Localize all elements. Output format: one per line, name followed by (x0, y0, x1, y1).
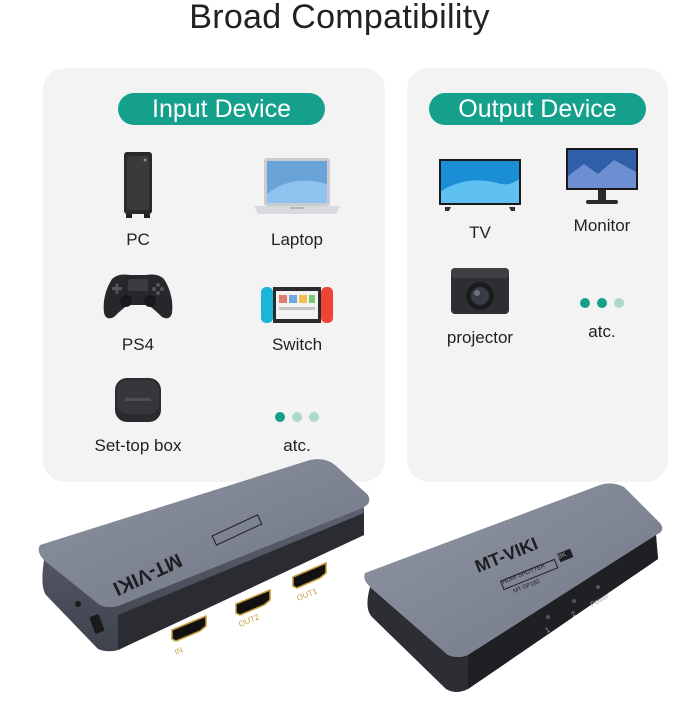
port-label-in: IN (173, 645, 184, 656)
led-label-1: 1 (545, 627, 552, 635)
output-device-panel: Output Device TV Monitor (407, 68, 668, 482)
more-dots-icon (532, 248, 672, 312)
laptop-icon (227, 150, 367, 220)
led-label-2: 2 (571, 611, 578, 619)
hdmi-splitter-photo: IN OUT2 OUT1 MT-VIKI 1 2 Power MT-VIKI H… (0, 455, 679, 712)
device-label: TV (469, 223, 491, 242)
projector-icon (410, 248, 550, 318)
device-laptop: Laptop (227, 150, 367, 250)
set-top-box-icon (68, 356, 208, 426)
input-device-panel: Input Device PC Laptop (43, 68, 385, 482)
device-label: Laptop (271, 230, 323, 249)
nintendo-switch-icon (227, 255, 367, 325)
monitor-icon (532, 136, 672, 206)
device-switch: Switch (227, 255, 367, 355)
device-label: PC (126, 230, 150, 249)
device-label: PS4 (121, 335, 155, 354)
device-projector: projector (410, 248, 550, 348)
output-device-header: Output Device (429, 93, 646, 125)
device-label: atc. (588, 322, 616, 341)
device-set-top-box: Set-top box (68, 356, 208, 456)
page-title: Broad Compatibility (189, 0, 490, 36)
device-label: Set-top box (94, 436, 182, 455)
device-ps4: PS4 (68, 255, 208, 355)
device-pc: PC (68, 150, 208, 250)
device-monitor: Monitor (532, 136, 672, 236)
product-badge: 8K (557, 551, 568, 561)
pc-tower-icon (68, 150, 208, 220)
device-label: atc. (283, 436, 311, 455)
device-label: projector (446, 328, 514, 347)
device-etc: atc. (532, 248, 672, 342)
input-device-header: Input Device (118, 93, 325, 125)
tv-icon (410, 143, 550, 213)
port-label-out1: OUT1 (295, 586, 319, 603)
splitter-right: 1 2 Power MT-VIKI HDMI SPLITTER 8K MT-SP… (364, 483, 663, 692)
device-tv: TV (410, 143, 550, 243)
gamepad-icon (68, 255, 208, 325)
splitter-left: IN OUT2 OUT1 MT-VIKI (38, 459, 370, 657)
more-dots-icon (227, 356, 367, 426)
device-etc: atc. (227, 356, 367, 456)
device-label: Switch (271, 335, 323, 354)
device-label: Monitor (573, 216, 631, 235)
